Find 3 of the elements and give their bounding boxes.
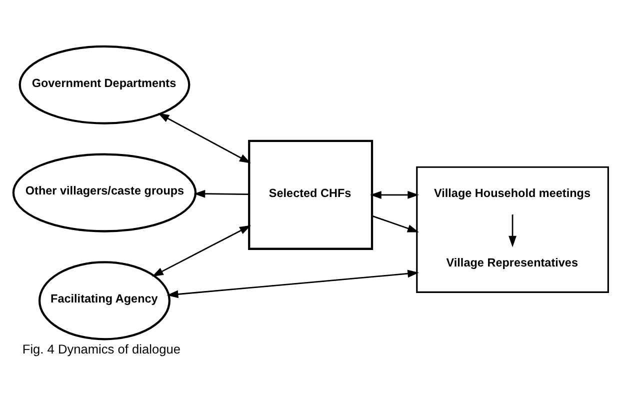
node-text: Village Household meetings	[434, 186, 590, 200]
caption: Fig. 4 Dynamics of dialogue	[22, 341, 180, 356]
node-text: Village Representatives	[446, 256, 578, 269]
